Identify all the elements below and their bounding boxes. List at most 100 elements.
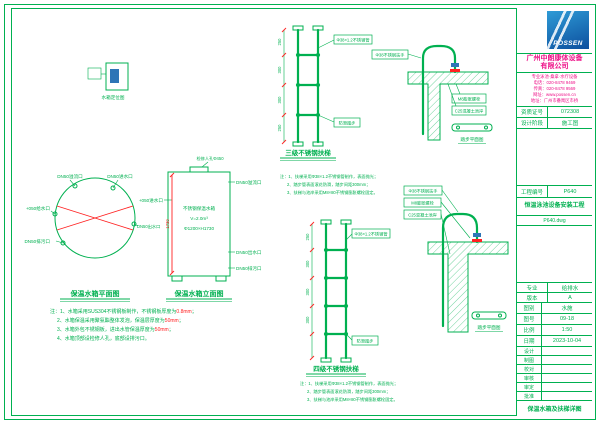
sign-label: 审定 <box>517 383 542 392</box>
sign-value <box>542 392 592 400</box>
company-name: 广州中朗康体设备 有限公司 <box>517 54 592 74</box>
ladder3-pipe-callout: Φ38×1.2不锈钢管 <box>336 37 369 44</box>
stage-label: 版本 <box>517 293 548 303</box>
sheet-row-scale: 比例 1:50 <box>517 325 592 337</box>
sign-label: 批准 <box>517 392 542 401</box>
stage-label: 专业 <box>517 283 548 293</box>
ladder-3step: 250 300 300 250 Φ38×1.2不锈钢管 防滑踏步 三级不锈钢扶梯… <box>277 25 378 196</box>
plan-drain-label: DN50排污口 <box>24 238 50 245</box>
ladder4-dim-1: 250 <box>305 233 310 241</box>
note-line-3: 3、水箱外包不锈钢板，进出水管保温厚度为50mm； <box>57 326 174 333</box>
ladder4-dim-3: 300 <box>305 288 310 296</box>
elevation-title: 保温水箱立面图 <box>174 289 224 298</box>
sheet-value: 水施 <box>561 306 573 313</box>
plan-title: 保温水箱平面图 <box>70 289 120 298</box>
section4-deck-callout: C25混凝土池岸 <box>408 212 437 219</box>
elevation-inner-line2: V=2.0m³ <box>190 216 208 221</box>
stage-row-2: 版本 A <box>517 293 592 304</box>
ladder3-note-3: 3、扶梯与池岸采用M8×80不锈钢膨胀螺栓固定。 <box>287 189 378 196</box>
anchor-sleeve-marker <box>451 63 459 67</box>
company-contacts: 专业泳池·桑拿·水疗设备 电话：020-8478 9469 传真：020-847… <box>517 73 592 108</box>
contact-line: 传真：020-8478 9569 <box>533 86 576 92</box>
ladder3-dim-4: 250 <box>277 124 282 132</box>
ladder4-step-callout: 防滑踏步 <box>357 338 374 345</box>
title-block: POSSEN 广州中朗康体设备 有限公司 专业泳池·桑拿·水疗设备 电话：020… <box>516 8 592 416</box>
logo-wordmark: POSSEN <box>553 40 583 47</box>
cert-value: 施工图 <box>561 121 579 128</box>
sheet-outer-frame <box>4 4 596 420</box>
tank-plan-view: DN50溢流口 DN50进水口 +050给水口 DN50排污口 DN50出水口 … <box>24 173 160 302</box>
stage-row-1: 专业 给排水 <box>517 283 592 294</box>
cert-label: 设计阶段 <box>517 118 548 129</box>
elevation-overflow-label: DN50溢流口 <box>236 179 262 186</box>
elevation-inner-line3: Φ1200×H1730 <box>184 226 215 231</box>
sign-value <box>542 374 592 382</box>
elevation-inner-line1: 不锈钢保温水箱 <box>183 205 216 212</box>
elevation-height-dim: 1730 <box>165 219 170 229</box>
ladder-4step: 250 300 300 300 Φ38×1.2不锈钢管 防滑踏步 四级不锈钢扶梯… <box>300 219 398 403</box>
elevation-manhole-label: 检修人孔Φ450 <box>196 155 224 162</box>
sheet-label: 图别 <box>517 303 542 314</box>
cert-value: 072308 <box>560 109 580 116</box>
contact-line: 电话：020-8478 9469 <box>533 80 576 86</box>
section3-bolt-callout: M8膨胀螺栓 <box>458 96 481 103</box>
cert-row-2: 设计阶段 施工图 <box>517 118 592 130</box>
note-line-1: 注：1、水箱采用SUS304不锈钢板制作，不锈钢板厚度为0.8mm； <box>50 308 197 315</box>
sign-label: 审核 <box>517 374 542 383</box>
sheet-value: 1:50 <box>561 327 573 334</box>
project-number-value: P640 <box>563 188 577 195</box>
location-detail-label: 水箱定位图 <box>102 94 125 101</box>
sheet-value: 2023-10-04 <box>552 338 582 345</box>
ladder3-note-2: 2、踏步管表面滚花防滑，踏步间距300mm； <box>287 181 370 188</box>
section3-deck-callout: C25混凝土池岸 <box>455 108 484 115</box>
tank-location-detail: 水箱定位图 <box>87 62 129 101</box>
plan-supply-label: +050给水口 <box>26 205 51 212</box>
project-name: 恒温泳池设备安装工程 <box>517 198 592 217</box>
elevation-outlet-label: DN50出水口 <box>236 249 262 256</box>
sign-value <box>542 356 592 364</box>
sheet-row-type: 图别 水施 <box>517 303 592 315</box>
sign-row-check: 校对 <box>517 365 592 375</box>
ladder3-dim-2: 300 <box>277 66 282 74</box>
sign-value <box>542 365 592 373</box>
elevation-inlet-label: +050进水口 <box>139 197 164 204</box>
stage-value: 给排水 <box>561 285 579 292</box>
note-line-4: 4、水箱顶部设检修人孔，底部设排污口。 <box>57 335 150 342</box>
anchor-plate-marker <box>472 239 482 242</box>
sign-value <box>542 383 592 391</box>
ladder3-title: 三级不锈钢扶梯 <box>285 148 331 157</box>
ladder4-dim-4: 300 <box>305 316 310 324</box>
ladder3-dim-3: 300 <box>277 96 282 104</box>
ladder4-dim-2: 300 <box>305 260 310 268</box>
sign-row-design: 设计 <box>517 347 592 357</box>
contact-line: 专业泳池·桑拿·水疗设备 <box>531 74 578 80</box>
sheet-row-date: 日期 2023-10-04 <box>517 336 592 348</box>
cert-label: 资质证号 <box>517 107 548 118</box>
section3-step-plan-title: 踏步平面图 <box>461 136 484 143</box>
ladder3-step-callout: 防滑踏步 <box>339 120 356 127</box>
sign-label: 制图 <box>517 356 542 365</box>
drawing-area: 水箱定位图 DN50溢流口 DN50进水口 +050给水口 DN50排污口 DN… <box>24 25 509 403</box>
sign-label: 校对 <box>517 365 542 374</box>
ladder-3step-section: Φ38不锈钢扶手 M8膨胀螺栓 C25混凝土池岸 踏步平面图 <box>371 44 493 144</box>
sign-row-review: 审核 <box>517 374 592 384</box>
sheet-label: 日期 <box>517 336 542 347</box>
section4-bolt-callout: M8膨胀螺栓 <box>411 200 434 207</box>
ladder4-pipe-callout: Φ38×1.2不锈钢管 <box>354 231 387 238</box>
ladder-4step-section: Φ38不锈钢扶手 M8膨胀螺栓 C25混凝土池岸 踏步平面图 <box>403 185 509 333</box>
plan-inlet-label: DN50进水口 <box>107 173 133 180</box>
plan-outlet-label: DN50出水口 <box>137 223 160 230</box>
logo-area: POSSEN <box>517 8 592 54</box>
anchor-plate-marker <box>450 69 460 72</box>
ladder3-dim-1: 250 <box>277 38 282 46</box>
contact-line: 网址：www.possen.cn <box>533 92 576 98</box>
sign-row-verify: 审定 <box>517 383 592 393</box>
blank-cell <box>517 129 592 187</box>
company-name-line1: 广州中朗康体设备 <box>526 55 583 62</box>
contact-line: 地址：广州市番禺区市桥 <box>530 98 579 104</box>
stage-value: A <box>568 294 572 301</box>
project-number-label: 工程编号 <box>517 186 548 198</box>
ladder4-note-1: 注：1、扶梯采用Φ38×1.2不锈钢管制作，表面抛光； <box>300 380 398 387</box>
ladder4-note-3: 3、扶梯与池岸采用M8×80不锈钢膨胀螺栓固定。 <box>307 396 398 403</box>
